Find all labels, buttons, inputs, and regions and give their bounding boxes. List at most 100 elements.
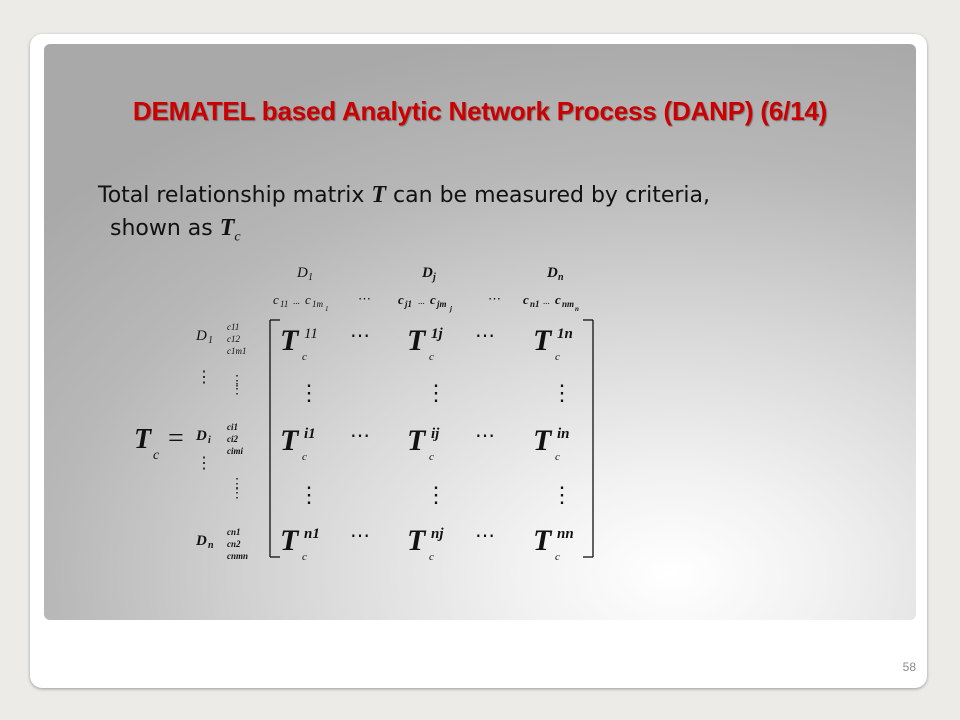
matrix-cell-nn-symbol: T <box>533 524 553 557</box>
matrix-cell-n1-symbol: T <box>280 524 300 557</box>
matrix-cell-ij-symbol: T <box>407 424 427 457</box>
col-criteria-end-subsub-2: j <box>449 305 452 313</box>
matrix-symbol-Tc: T <box>219 215 235 241</box>
row-criterion-1-2: c12 <box>227 334 240 344</box>
matrix-cell-11-superscript: 11 <box>304 326 318 342</box>
matrix-cell-nn-superscript: nn <box>557 526 574 542</box>
col-criteria-end-1: c <box>305 292 311 307</box>
matrix-row-3-hdots-2: ⋯ <box>475 525 495 547</box>
col-criteria-dots-3: ... <box>543 296 550 306</box>
row-criteria-vdots-4: ⋮ <box>230 486 244 501</box>
lhs-symbol: T <box>134 424 153 455</box>
col-dimension-sub-1: 1 <box>308 272 313 283</box>
row-criterion-2-2: ci2 <box>227 434 238 444</box>
matrix-cell-nj-subscript: c <box>429 551 434 563</box>
matrix-cell-11-subscript: c <box>302 351 307 363</box>
col-criteria-end-sub-3: nm <box>562 299 574 309</box>
lhs-equals: = <box>168 423 184 454</box>
row-label-vdots-2: ⋮ <box>196 455 212 472</box>
matrix-row-1-hdots-2: ⋯ <box>475 325 495 347</box>
col-dimension-2: D <box>421 265 433 281</box>
col-criteria-start-2: c <box>398 292 404 307</box>
matrix-row-1-hdots-1: ⋯ <box>350 325 370 347</box>
col-criteria-start-3: c <box>523 292 529 307</box>
matrix-symbol-Tc-subscript: c <box>234 229 241 245</box>
matrix-cell-ij-superscript: ij <box>431 426 440 442</box>
body-text-line-2: shown as Tc <box>110 215 241 245</box>
row-dimension-2: D <box>195 428 207 444</box>
col-dimension-1: D <box>296 265 308 281</box>
col-criteria-end-sub-2: jm <box>435 299 447 309</box>
row-dimension-sub-3: n <box>208 540 214 551</box>
matrix-vdots-1-2: ⋮ <box>425 380 447 405</box>
col-criteria-start-sub-2: j1 <box>403 299 412 309</box>
col-dimension-sub-3: n <box>558 272 564 283</box>
col-criteria-start-sub-1: 11 <box>280 299 288 309</box>
col-header-hdots-1: ⋯ <box>358 291 371 306</box>
page-number: 58 <box>902 660 916 674</box>
matrix-cell-n1-superscript: n1 <box>304 526 320 542</box>
row-criteria-vdots-1: ⋮ <box>230 374 244 389</box>
matrix-cell-nj-superscript: nj <box>431 526 444 542</box>
col-criteria-start-sub-3: n1 <box>530 299 540 309</box>
matrix-cell-1j-superscript: 1j <box>431 326 444 342</box>
row-criterion-3-2: cn2 <box>227 539 241 549</box>
lhs-subscript: c <box>153 448 160 463</box>
row-criteria-vdots-2: ⋮ <box>230 382 244 397</box>
col-criteria-end-subsub-3: n <box>575 305 579 313</box>
line2-text-pre: shown as <box>110 216 220 241</box>
matrix-cell-ij-subscript: c <box>429 451 434 463</box>
matrix-vdots-1-3: ⋮ <box>551 380 573 405</box>
row-dimension-1: D <box>195 328 207 344</box>
matrix-row-3-hdots-1: ⋯ <box>350 525 370 547</box>
row-criterion-1-3: c1m1 <box>227 346 247 356</box>
matrix-cell-1j-subscript: c <box>429 351 434 363</box>
col-criteria-end-2: c <box>430 292 436 307</box>
row-criterion-3-1: cn1 <box>227 527 241 537</box>
line1-text-pre: Total relationship matrix <box>98 183 372 208</box>
col-dimension-sub-2: j <box>431 272 436 283</box>
row-label-vdots-1: ⋮ <box>196 369 212 386</box>
matrix-cell-i1-subscript: c <box>302 451 307 463</box>
row-criterion-2-1: ci1 <box>227 422 238 432</box>
matrix-cell-n1-subscript: c <box>302 551 307 563</box>
col-criteria-end-3: c <box>555 292 561 307</box>
col-criteria-end-sub-1: 1m <box>312 299 324 309</box>
matrix-cell-1n-subscript: c <box>555 351 560 363</box>
col-criteria-dots-1: ... <box>293 296 300 306</box>
col-criteria-start-1: c <box>273 292 279 307</box>
matrix-cell-i1-superscript: i1 <box>304 426 316 442</box>
matrix-cell-nj-symbol: T <box>407 524 427 557</box>
matrix-cell-in-symbol: T <box>533 424 553 457</box>
col-header-hdots-2: ⋯ <box>488 291 501 306</box>
matrix-cell-1j-symbol: T <box>407 324 427 357</box>
matrix-row-2-hdots-1: ⋯ <box>350 425 370 447</box>
slide-content-panel <box>44 44 916 620</box>
body-text-line-1: Total relationship matrix T can be measu… <box>98 182 710 209</box>
col-dimension-3: D <box>546 265 558 281</box>
row-dimension-sub-2: i <box>208 435 211 446</box>
row-criterion-1-1: c11 <box>227 322 239 332</box>
row-criteria-vdots-3: ⋮ <box>230 477 244 492</box>
matrix-cell-in-subscript: c <box>555 451 560 463</box>
matrix-row-2-hdots-2: ⋯ <box>475 425 495 447</box>
matrix-symbol-T: T <box>371 182 387 208</box>
matrix-cell-1n-symbol: T <box>533 324 553 357</box>
col-criteria-end-subsub-1: 1 <box>325 305 329 313</box>
matrix-cell-in-superscript: in <box>557 426 570 442</box>
matrix-cell-11-symbol: T <box>280 324 300 357</box>
row-criterion-3-3: cnmn <box>227 551 248 561</box>
matrix-vdots-2-2: ⋮ <box>425 482 447 507</box>
col-criteria-dots-2: ... <box>418 296 425 306</box>
matrix-cell-i1-symbol: T <box>280 424 300 457</box>
matrix-cell-1n-superscript: 1n <box>557 326 573 342</box>
matrix-vdots-2-1: ⋮ <box>298 482 320 507</box>
row-dimension-3: D <box>195 533 207 549</box>
matrix-cell-nn-subscript: c <box>555 551 560 563</box>
row-criterion-2-3: cimi <box>227 446 243 456</box>
matrix-vdots-2-3: ⋮ <box>551 482 573 507</box>
line1-text-post: can be measured by criteria, <box>386 183 710 208</box>
row-dimension-sub-1: 1 <box>208 335 213 346</box>
slide-title: DEMATEL based Analytic Network Process (… <box>132 96 828 126</box>
